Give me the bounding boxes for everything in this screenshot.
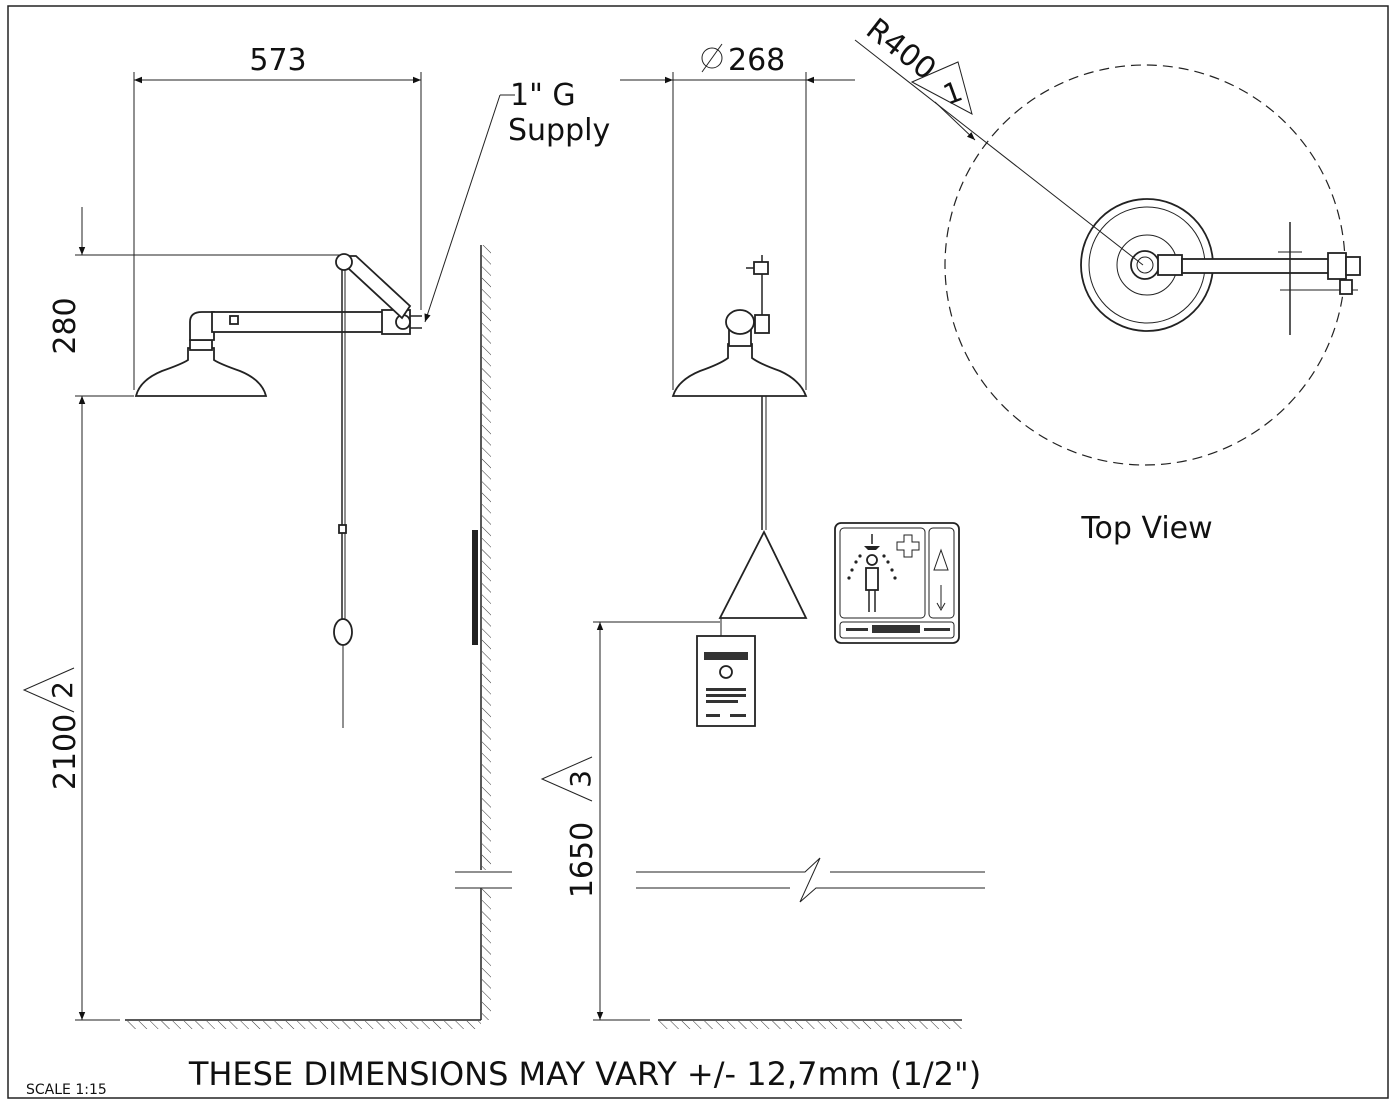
note-3-text: 3 xyxy=(564,770,597,788)
front-view: 268 1650 3 xyxy=(540,43,985,1029)
note-2-text: 2 xyxy=(46,681,79,699)
drawing-frame xyxy=(7,5,1389,1099)
dim-head-diameter: 268 xyxy=(620,43,855,390)
dim-268-text: 268 xyxy=(728,43,785,78)
note-triangle-2 xyxy=(22,667,75,713)
dim-2100-text: 2100 xyxy=(48,714,83,790)
supply-label-text: Supply xyxy=(508,113,610,148)
supply-size-text: 1" G xyxy=(510,78,576,113)
side-view: 573 1" G Supply 280 2100 2 xyxy=(22,43,610,1029)
shower-head-front xyxy=(671,255,808,636)
break-line xyxy=(636,857,985,903)
dim-handle-height: 1650 3 xyxy=(540,621,720,1021)
dim-arm-length: 573 xyxy=(133,43,422,390)
note-triangle-3 xyxy=(540,756,593,802)
scale-note: SCALE 1:15 xyxy=(26,1082,107,1098)
dim-1650-text: 1650 xyxy=(565,822,600,898)
shower-head-side xyxy=(134,253,422,728)
floor-front xyxy=(658,1019,962,1029)
top-view: R400 1 Top View xyxy=(854,12,1361,546)
dim-head-height: 2100 2 xyxy=(22,396,120,1021)
dim-280-text: 280 xyxy=(48,297,83,354)
top-view-label: Top View xyxy=(1080,511,1212,546)
inspection-tag-icon xyxy=(696,635,756,727)
floor-side xyxy=(125,1019,481,1029)
dim-573-text: 573 xyxy=(249,43,306,78)
shower-head-top xyxy=(1080,198,1361,335)
note-triangle-1 xyxy=(910,61,973,115)
diameter-symbol-icon xyxy=(701,43,723,73)
tolerance-note: THESE DIMENSIONS MAY VARY +/- 12,7mm (1/… xyxy=(188,1055,981,1093)
emergency-shower-sign-icon xyxy=(834,522,960,644)
wall xyxy=(455,245,512,1020)
supply-callout: 1" G Supply xyxy=(424,78,610,323)
